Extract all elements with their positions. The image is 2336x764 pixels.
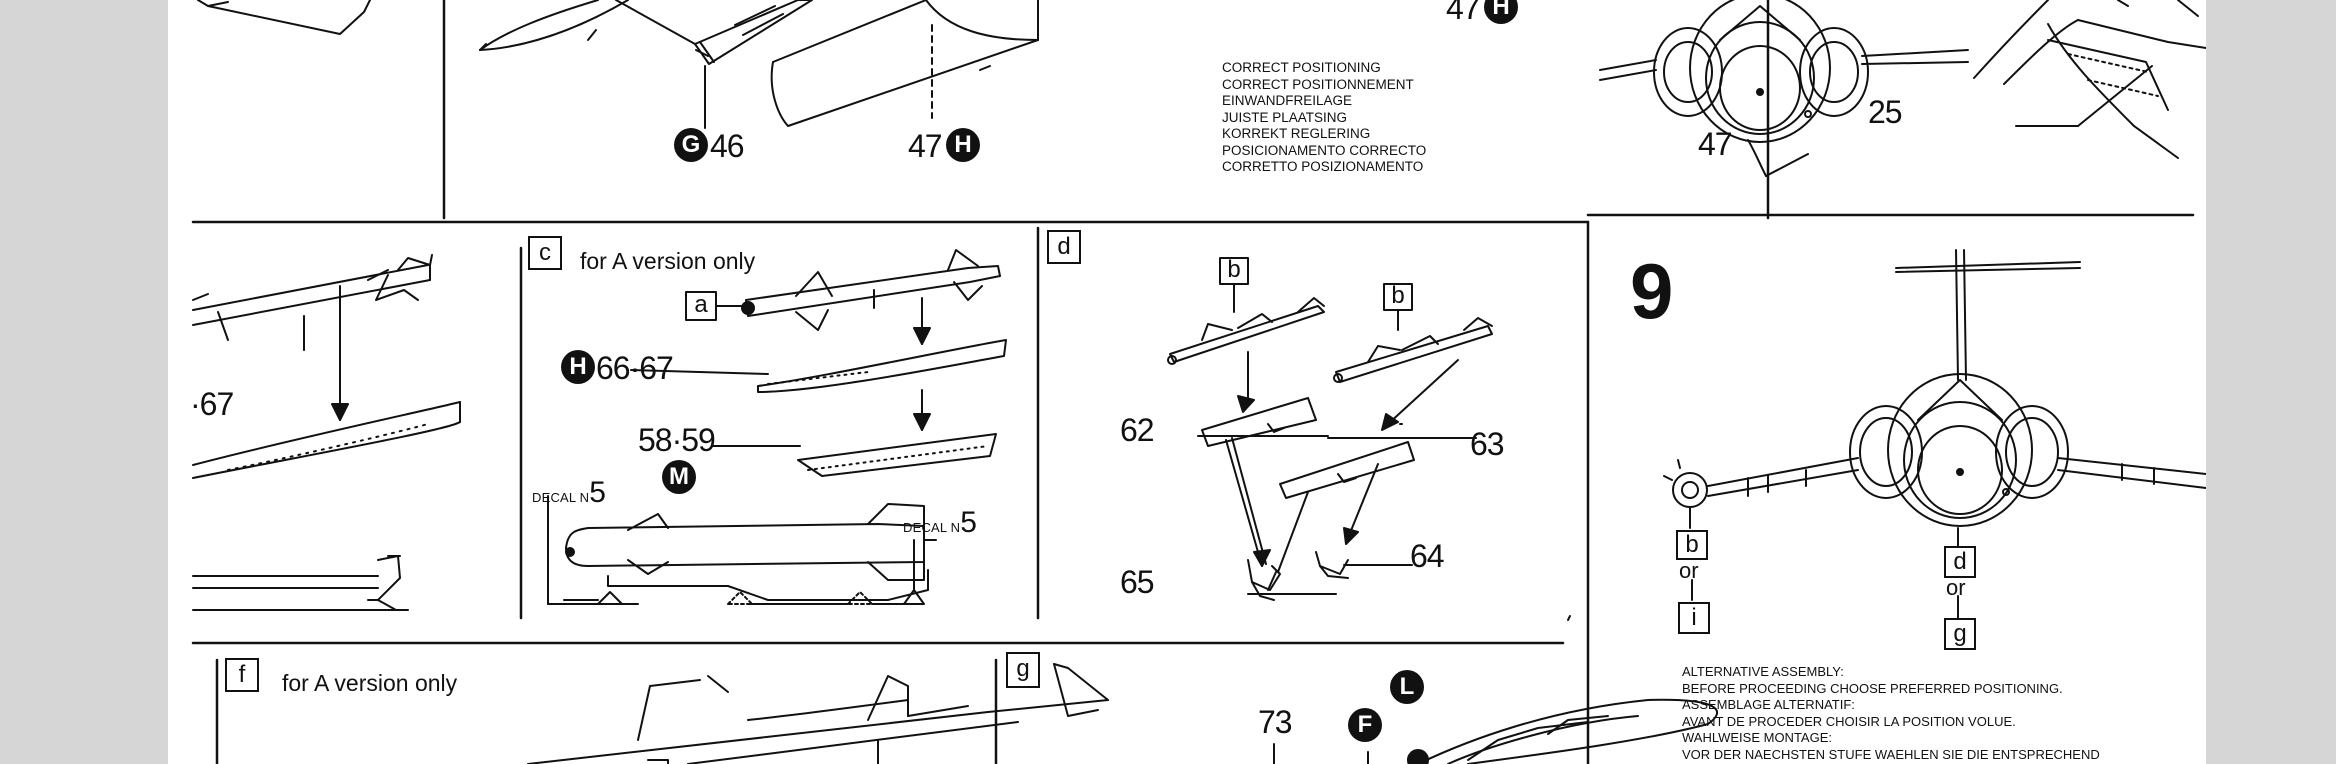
alternative-line: ASSEMBLAGE ALTERNATIF: [1682,697,1855,712]
fuselage-fragment-top-right [1973,0,2206,159]
part-letter-h-badge: H [946,128,980,162]
panel-d-parts [1167,257,1571,621]
alternative-line: BEFORE PROCEEDING CHOOSE PREFERRED POSIT… [1682,680,2063,696]
part-letter-l-badge: L [1390,670,1424,704]
part-number-67-left: ·67 [190,386,234,422]
panel-g-parts [1273,698,1719,764]
part-number-58-59: 58·59 [638,422,716,458]
positioning-line: EINWANDFREILAGE [1222,93,1353,108]
decal-label-right: DECAL N5 [903,508,977,538]
top-missile-parts [479,0,1039,129]
left-missile-assembly [192,254,461,611]
step-g-box: g [1006,652,1040,688]
part-number-66-67: 66·67 [596,350,674,386]
option-or-2: or [1946,575,1966,600]
decal-label-left-number: 5 [589,476,606,509]
part-letter-g-badge: G [674,128,708,162]
wing-fragment-top-left [197,0,371,35]
part-number-62: 62 [1120,412,1155,448]
step-c-note: for A version only [580,248,756,274]
positioning-line: KORREKT REGLERING [1222,126,1371,141]
nose-front-view [1599,0,1969,177]
option-g-box: g [1944,618,1976,650]
part-number-73: 73 [1258,704,1293,740]
option-i-box: i [1678,602,1710,634]
decal-label-right-text: DECAL N [903,520,961,535]
positioning-line: CORRECT POSITIONNEMENT [1222,76,1414,92]
part-letter-f-badge: F [1348,708,1382,742]
step-c-box: c [528,236,562,270]
decal-label-left-text: DECAL N [532,490,590,505]
option-b-box: b [1676,530,1708,560]
positioning-line: CORRECT POSITIONING [1222,60,1381,75]
part-number-25: 25 [1868,94,1903,130]
part-letter-a-box: a [694,291,708,318]
part-number-47: 47 [908,128,943,164]
alternative-line: WAHLWEISE MONTAGE: [1682,730,1832,745]
step9-aircraft-front [1663,249,2206,619]
panel-c-parts [547,249,1007,605]
panel-borders [191,0,2195,764]
decal-label-right-number: 5 [960,506,977,539]
positioning-line: JUISTE PLAATSING [1222,109,1348,125]
part-letter-h-badge-c: H [561,350,595,384]
part-number-47-nose: 47 [1698,126,1733,162]
part-number-46: 46 [710,128,745,164]
alternative-line: VOR DER NAECHSTEN STUFE WAEHLEN SIE DIE … [1682,746,2100,762]
step-f-box: f [225,658,259,692]
step-number-9: 9 [1630,247,1674,335]
option-or-1: or [1679,558,1699,583]
part-letter-b-box-2: b [1391,282,1405,309]
step-d-box: d [1047,230,1081,264]
option-d-box: d [1944,546,1976,578]
assembly-drawing [191,0,2206,764]
alternative-line: ALTERNATIVE ASSEMBLY: [1682,664,1844,679]
part-number-65: 65 [1120,564,1155,600]
decal-label-left: DECAL N5 [532,478,606,508]
step-f-note: for A version only [282,670,458,696]
panel-f-parts [527,663,1109,764]
positioning-line: CORRETTO POSIZIONAMENTO [1222,159,1424,174]
alternative-assembly-text: ALTERNATIVE ASSEMBLY: BEFORE PROCEEDING … [1682,664,2100,763]
correct-positioning-text: CORRECT POSITIONING CORRECT POSITIONNEME… [1222,60,1426,176]
alternative-line: AVANT DE PROCEDER CHOISIR LA POSITION VO… [1682,713,2016,729]
instruction-sheet: G 46 47 H CORRECT POSITIONING CORRECT PO… [168,0,2206,764]
part-letter-b-box-1: b [1227,256,1241,283]
part-number-64: 64 [1410,538,1445,574]
part-letter-m-badge: M [662,460,696,494]
positioning-line: POSICIONAMENTO CORRECTO [1222,142,1427,158]
part-number-47-top: 47 [1446,0,1481,26]
part-number-63: 63 [1470,426,1505,462]
